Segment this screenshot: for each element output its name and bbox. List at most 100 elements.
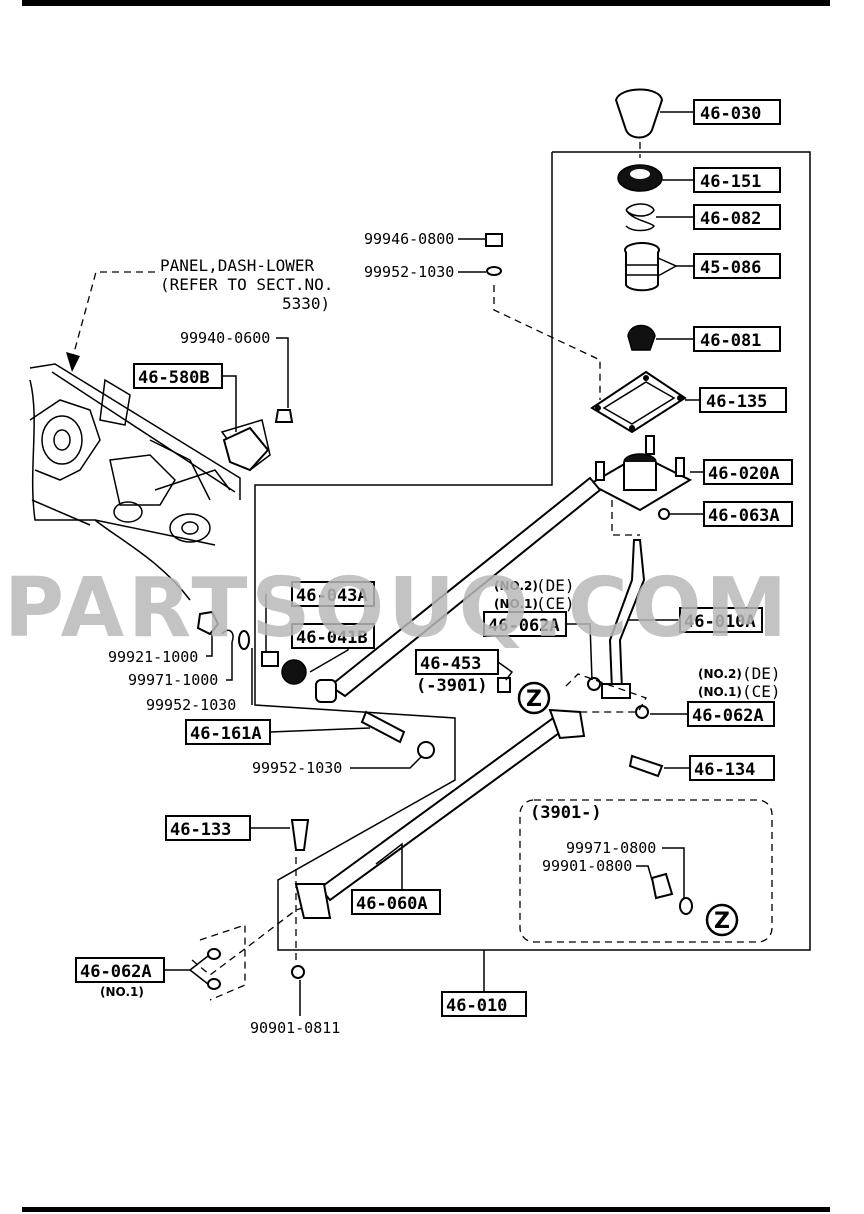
qual-top-no2: (NO.2) — [494, 579, 538, 593]
nut-453 — [497, 677, 511, 693]
svg-text:46-133: 46-133 — [170, 820, 231, 840]
top-border — [22, 0, 830, 6]
bushing-043a — [261, 651, 279, 667]
bushing-041b — [281, 659, 307, 685]
z-marker-2 — [705, 903, 739, 937]
bolt-134 — [628, 754, 664, 778]
svg-text:46-081: 46-081 — [700, 331, 761, 351]
nut-99940 — [274, 409, 294, 423]
svg-text:46-135: 46-135 — [706, 392, 767, 412]
cap-part — [627, 324, 656, 351]
extension-rod-part — [315, 476, 602, 703]
callout-46-043a[interactable]: 46-043A — [291, 581, 375, 607]
nut-99946 — [485, 233, 503, 247]
svg-text:46-062A: 46-062A — [80, 962, 152, 982]
gasket-plate-part — [590, 370, 687, 434]
qual-right-no2: (NO.2) — [698, 667, 742, 681]
part-99952-1030-top: 99952-1030 — [364, 263, 454, 281]
callout-46-082[interactable]: 46-082 — [693, 204, 781, 230]
pin-133 — [290, 819, 310, 851]
panel-note-line2: (REFER TO SECT.NO. — [160, 275, 333, 294]
shift-knob-part — [614, 88, 664, 139]
svg-text:46-062A: 46-062A — [692, 706, 764, 726]
z-marker-2-label: Z — [714, 909, 730, 934]
nut-063a — [658, 508, 670, 520]
callout-46-063a[interactable]: 46-063A — [703, 501, 793, 527]
svg-text:46-161A: 46-161A — [190, 724, 262, 744]
callout-46-020a[interactable]: 46-020A — [703, 459, 793, 485]
svg-text:46-010A: 46-010A — [684, 612, 756, 632]
callout-46-135[interactable]: 46-135 — [699, 387, 787, 413]
assembly-outline — [254, 151, 811, 951]
part-99952-1030-mid: 99952-1030 — [146, 696, 236, 714]
svg-text:46-062A: 46-062A — [488, 616, 560, 636]
callout-45-086[interactable]: 45-086 — [693, 253, 781, 279]
callout-46-030[interactable]: 46-030 — [693, 99, 781, 125]
shift-housing-part — [587, 435, 693, 512]
qual-right-no1: (NO.1) — [698, 685, 742, 699]
nut-90901 — [291, 965, 305, 979]
qual-top-de: (DE) — [536, 576, 575, 595]
qual-left-no1: (NO.1) — [100, 985, 144, 999]
svg-text:46-063A: 46-063A — [708, 506, 780, 526]
z-marker-1 — [517, 681, 551, 715]
part-99946-0800: 99946-0800 — [364, 230, 454, 248]
qual-right-de: (DE) — [742, 664, 781, 683]
svg-text:46-453: 46-453 — [420, 654, 481, 674]
part-99971-1000: 99971-1000 — [128, 671, 218, 689]
panel-leader — [71, 271, 155, 361]
callout-46-010a[interactable]: 46-010A — [679, 607, 763, 633]
callout-46-453[interactable]: 46-453 — [415, 649, 499, 675]
bushing-062a-left-1 — [207, 948, 221, 960]
callout-46-133[interactable]: 46-133 — [165, 815, 251, 841]
part-99971-0800: 99971-0800 — [566, 839, 656, 857]
svg-text:46-030: 46-030 — [700, 104, 761, 124]
bottom-border — [22, 1207, 830, 1212]
selector-rod-part — [294, 708, 586, 919]
qual-top-no1: (NO.1) — [494, 597, 538, 611]
part-99921-1000: 99921-1000 — [108, 648, 198, 666]
svg-text:45-086: 45-086 — [700, 258, 761, 278]
washer-99952-top — [486, 266, 502, 276]
part-90901-0811: 90901-0811 — [250, 1019, 340, 1037]
callout-46-010[interactable]: 46-010 — [441, 991, 527, 1017]
part-99901-0800: 99901-0800 — [542, 857, 632, 875]
callout-46-062a-left[interactable]: 46-062A — [75, 957, 165, 983]
callout-46-134[interactable]: 46-134 — [689, 755, 775, 781]
washer-99952-low — [417, 741, 435, 759]
boot-seal-part — [617, 164, 663, 192]
spring-part — [625, 203, 655, 232]
svg-text:46-041B: 46-041B — [296, 628, 368, 648]
part-99952-1030-low: 99952-1030 — [252, 759, 342, 777]
bracket-580b — [222, 426, 270, 472]
callout-46-151[interactable]: 46-151 — [693, 167, 781, 193]
svg-text:46-043A: 46-043A — [296, 586, 368, 606]
svg-text:46-010: 46-010 — [446, 996, 507, 1016]
svg-text:46-134: 46-134 — [694, 760, 755, 780]
callout-46-062a-top[interactable]: 46-062A — [483, 611, 567, 637]
panel-arrow — [66, 352, 80, 372]
callout-46-081[interactable]: 46-081 — [693, 326, 781, 352]
watermark: PARTSOUQ.COM — [4, 561, 791, 656]
callout-46-062a-right[interactable]: 46-062A — [687, 701, 775, 727]
qual-inset-range: (3901-) — [530, 803, 602, 823]
bushing-062a-left-2 — [207, 978, 221, 990]
bolt-161a — [360, 710, 406, 744]
callout-46-041b[interactable]: 46-041B — [291, 623, 375, 649]
callout-46-161a[interactable]: 46-161A — [185, 719, 271, 745]
qual-right-ce: (CE) — [742, 682, 781, 701]
washer-99971-0800 — [679, 897, 693, 915]
washer-99952-mid — [238, 630, 250, 650]
svg-text:46-060A: 46-060A — [356, 894, 428, 914]
leader-lines — [164, 111, 704, 1016]
bushing-part — [624, 242, 660, 292]
svg-text:46-151: 46-151 — [700, 172, 761, 192]
panel-note-line3: 5330) — [282, 294, 330, 313]
svg-text:46-082: 46-082 — [700, 209, 761, 229]
z-marker-1-label: Z — [526, 687, 542, 712]
part-99940-0600: 99940-0600 — [180, 329, 270, 347]
callout-46-060a[interactable]: 46-060A — [351, 889, 441, 915]
inset-box — [519, 799, 773, 943]
callout-46-580b[interactable]: 46-580B — [133, 363, 223, 389]
